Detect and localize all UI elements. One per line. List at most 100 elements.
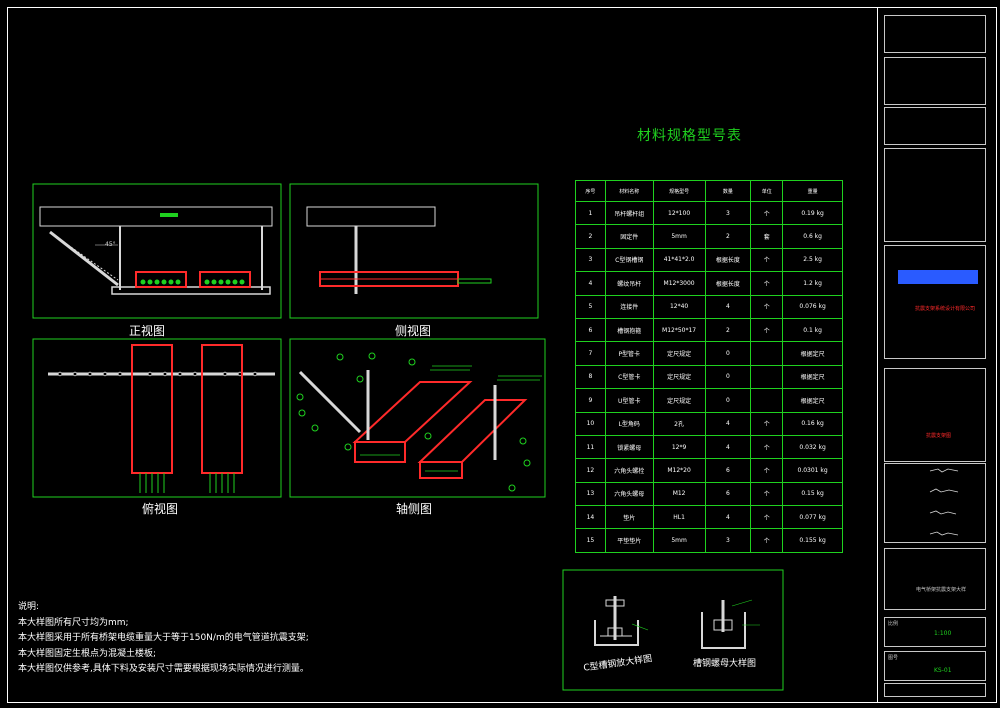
spec-table-cell: 垫片 <box>604 505 654 530</box>
spec-table-cell: 2孔 <box>652 411 706 436</box>
spec-table-cell: 4 <box>704 411 752 436</box>
spec-table-cell: 个 <box>750 434 784 460</box>
spec-table-cell: 0.15 kg <box>782 481 843 507</box>
spec-table-cell: 0 <box>704 388 752 413</box>
front-view-slab <box>39 206 273 227</box>
spec-table-cell: 平垫垫片 <box>604 528 654 553</box>
tb-cell-3 <box>884 107 986 145</box>
spec-table-cell: 连接件 <box>604 294 654 319</box>
spec-table-cell: 6 <box>575 317 606 343</box>
spec-table-cell: 7 <box>575 341 606 366</box>
spec-table-cell: 12*100 <box>652 200 706 226</box>
spec-table-cell: 6 <box>704 481 752 507</box>
axis-tray-left <box>352 381 473 443</box>
tb-scale-value: 1:100 <box>934 630 952 637</box>
spec-table-cell: 12*40 <box>652 294 706 319</box>
company-logo-icon <box>898 270 978 284</box>
tb-cell-4 <box>884 148 986 242</box>
spec-table-cell: 1 <box>575 200 606 226</box>
front-angle-note: 45° <box>105 241 116 248</box>
spec-table-cell: 12*9 <box>652 434 706 460</box>
spec-table-cell: 六角头螺母 <box>604 481 654 507</box>
axis-tray-right <box>417 399 528 463</box>
spec-table-cell: 0.6 kg <box>782 224 843 249</box>
spec-table-cell: C型管卡 <box>604 364 654 390</box>
spec-table-cell: M12*20 <box>652 458 706 483</box>
spec-table-cell: P型管卡 <box>604 341 654 366</box>
spec-table-cell: 0.0301 kg <box>782 458 843 483</box>
spec-table-cell: 套 <box>750 224 784 249</box>
spec-table-cell: 41*41*2.0 <box>652 247 706 273</box>
spec-table-cell: 3 <box>704 528 752 553</box>
spec-table-cell: 1.2 kg <box>782 271 843 296</box>
detail-left-channel <box>594 620 639 646</box>
spec-table-cell: M12*50*17 <box>652 317 706 343</box>
spec-table-cell: 2 <box>704 224 752 249</box>
spec-table-cell: 定尺规定 <box>652 388 706 413</box>
tb-sheet-label: 图号 <box>888 655 899 661</box>
spec-table-cell: C型钢槽钢 <box>604 247 654 273</box>
detail-right-channel <box>701 612 746 649</box>
spec-table-cell: 11 <box>575 434 606 460</box>
notes-line: 本大样图固定生根点为混凝土楼板; <box>18 648 157 659</box>
spec-table-cell: 六角头螺栓 <box>604 458 654 483</box>
spec-table-cell: 4 <box>704 505 752 530</box>
notes-line: 说明: <box>18 602 40 612</box>
spec-table-cell: 15 <box>575 528 606 553</box>
spec-table-cell: HL1 <box>652 505 706 530</box>
spec-table-header-cell: 序号 <box>575 180 606 202</box>
side-a-view-frame <box>289 183 539 319</box>
spec-table-cell: 13 <box>575 481 606 507</box>
spec-table-cell: 个 <box>750 317 784 343</box>
axis-view-frame <box>289 338 546 498</box>
spec-table-cell: 吊杆螺杆组 <box>604 200 654 226</box>
spec-table-cell: 个 <box>750 411 784 436</box>
tb-sign-cell <box>884 463 986 543</box>
spec-table-cell: 固定件 <box>604 224 654 249</box>
spec-table-cell: 定尺规定 <box>652 341 706 366</box>
spec-table-cell: 3 <box>575 247 606 273</box>
tb-scale-label: 比例 <box>888 621 899 627</box>
spec-table-cell: 0.032 kg <box>782 434 843 460</box>
tb-company-name: 抗震支架系统设计有限公司 <box>915 306 976 312</box>
front-tray-right <box>199 271 251 288</box>
detail-right-label: 槽钢螺母大样图 <box>693 659 757 669</box>
spec-table-cell <box>750 341 784 366</box>
company-logo <box>898 270 978 284</box>
spec-table-cell: 根据长度 <box>704 247 752 273</box>
spec-table-cell: 根据定尺 <box>782 388 843 413</box>
side-a-slab <box>306 206 436 227</box>
spec-table-cell: 锁紧螺母 <box>604 434 654 460</box>
spec-table-cell: 2.5 kg <box>782 247 843 273</box>
spec-table-cell: 0.077 kg <box>782 505 843 530</box>
spec-table-cell: L型角码 <box>604 411 654 436</box>
front-view-frame <box>32 183 282 319</box>
spec-table-cell: 个 <box>750 481 784 507</box>
spec-table-cell: 3 <box>704 200 752 226</box>
spec-table-cell: 根据长度 <box>704 271 752 296</box>
spec-table-header-cell: 单位 <box>750 180 784 202</box>
spec-table-cell: 0.1 kg <box>782 317 843 343</box>
spec-table-title: 材料规格型号表 <box>637 128 742 144</box>
spec-table-cell: 定尺规定 <box>652 364 706 390</box>
spec-table-cell: 0.16 kg <box>782 411 843 436</box>
tb-bottom-cell <box>884 683 986 697</box>
tb-sheet-cell <box>884 651 986 681</box>
tb-drawing-name: 电气桥架抗震支架大样 <box>916 587 967 593</box>
top-view-tray-left <box>131 344 173 474</box>
front-channel <box>111 286 271 295</box>
spec-table-cell: 2 <box>575 224 606 249</box>
notes-block: 说明: 本大样图所有尺寸均为mm; 本大样图采用于所有桥架电缆重量大于等于150… <box>18 600 309 678</box>
notes-line: 本大样图仅供参考,具体下料及安装尺寸需要根据现场实际情况进行测量。 <box>18 664 309 674</box>
spec-table-cell: 0.076 kg <box>782 294 843 319</box>
spec-table-cell: 6 <box>704 458 752 483</box>
spec-table-cell: 4 <box>704 434 752 460</box>
front-tray-left <box>135 271 187 288</box>
spec-table-cell: 14 <box>575 505 606 530</box>
